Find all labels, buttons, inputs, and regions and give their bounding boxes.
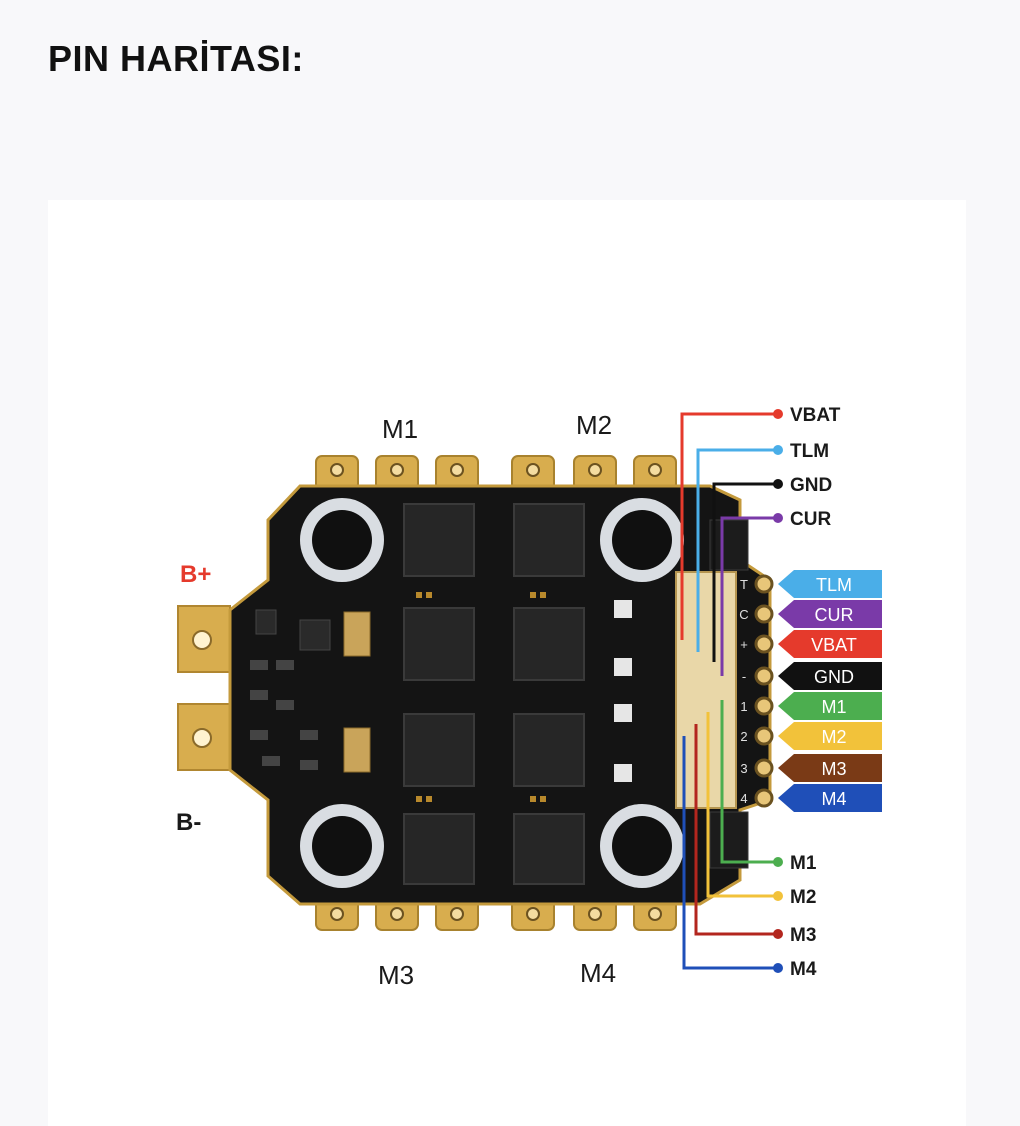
wire-end-m4 — [773, 963, 783, 973]
pin-tag-m2: M2 — [821, 727, 846, 747]
bottom-wire-endpoints — [773, 857, 783, 973]
wire-label-cur: CUR — [790, 509, 831, 530]
motor-label-m2: M2 — [576, 410, 612, 440]
wire-end-m3 — [773, 929, 783, 939]
wire-label-m1: M1 — [790, 853, 817, 874]
pin-tag-bg-tlm — [778, 570, 882, 598]
pin-tag-bg-m3 — [778, 754, 882, 782]
silk-minus: - — [742, 669, 746, 684]
silk-1: 1 — [740, 699, 747, 714]
wire-top-vbat — [680, 412, 776, 640]
bottom-wires — [682, 700, 776, 970]
signal-connector — [675, 519, 749, 869]
wire-label-m2: M2 — [790, 887, 816, 908]
pin-tag-bg-cur — [778, 600, 882, 628]
wire-label-tlm: TLM — [790, 441, 829, 462]
wire-end-vbat — [773, 409, 783, 419]
battery-positive-label: B+ — [180, 561, 211, 588]
pin-tag-bg-gnd — [778, 662, 882, 690]
wire-top-gnd — [712, 482, 776, 662]
passive-components — [250, 600, 632, 782]
wire-label-m4: M4 — [790, 959, 817, 980]
wire-end-gnd — [773, 479, 783, 489]
signal-pin-holes — [754, 574, 774, 808]
wire-end-cur — [773, 513, 783, 523]
wire-end-m1 — [773, 857, 783, 867]
pin-tag-bg-m2 — [778, 722, 882, 750]
wire-end-m2 — [773, 891, 783, 901]
top-wires — [680, 412, 776, 676]
mosfet-chips — [403, 503, 585, 885]
page-title: PIN HARİTASI: — [48, 38, 304, 79]
power-pads — [177, 605, 231, 771]
silk-2: 2 — [740, 729, 747, 744]
pin-tag-tlm: TLM — [816, 575, 852, 595]
pin-tag-gnd: GND — [814, 667, 854, 687]
wire-bottom-m4 — [682, 736, 776, 970]
wire-top-cur — [720, 516, 776, 676]
silk-3: 3 — [740, 761, 747, 776]
silk-4: 4 — [740, 791, 747, 806]
wire-label-m3: M3 — [790, 925, 816, 946]
wire-label-vbat: VBAT — [790, 405, 841, 426]
pin-tag-bg-m1 — [778, 692, 882, 720]
pin-tag-bg-vbat — [778, 630, 882, 658]
silk-t: T — [740, 577, 748, 592]
battery-negative-label: B- — [176, 809, 201, 836]
pin-tag-m3: M3 — [821, 759, 846, 779]
silk-plus: + — [740, 637, 748, 652]
motor-label-m4: M4 — [580, 958, 616, 988]
pin-tag-bg-m4 — [778, 784, 882, 812]
motor-label-m1: M1 — [382, 414, 418, 444]
wire-top-tlm — [696, 448, 776, 652]
silk-c: C — [739, 607, 748, 622]
wire-bottom-m1 — [720, 700, 776, 864]
wire-bottom-m2 — [706, 712, 776, 898]
motor-label-m3: M3 — [378, 960, 414, 990]
pin-tag-vbat: VBAT — [811, 635, 857, 655]
wire-end-tlm — [773, 445, 783, 455]
pin-silkscreen: T C + - 1 2 3 4 — [739, 577, 748, 806]
pin-tags — [778, 570, 882, 812]
top-wire-endpoints — [773, 409, 783, 523]
mounting-holes — [300, 498, 684, 888]
pin-tag-cur: CUR — [815, 605, 854, 625]
wire-label-gnd: GND — [790, 475, 832, 496]
pin-tag-m4: M4 — [821, 789, 846, 809]
wire-bottom-m3 — [694, 724, 776, 936]
pin-tag-m1: M1 — [821, 697, 846, 717]
